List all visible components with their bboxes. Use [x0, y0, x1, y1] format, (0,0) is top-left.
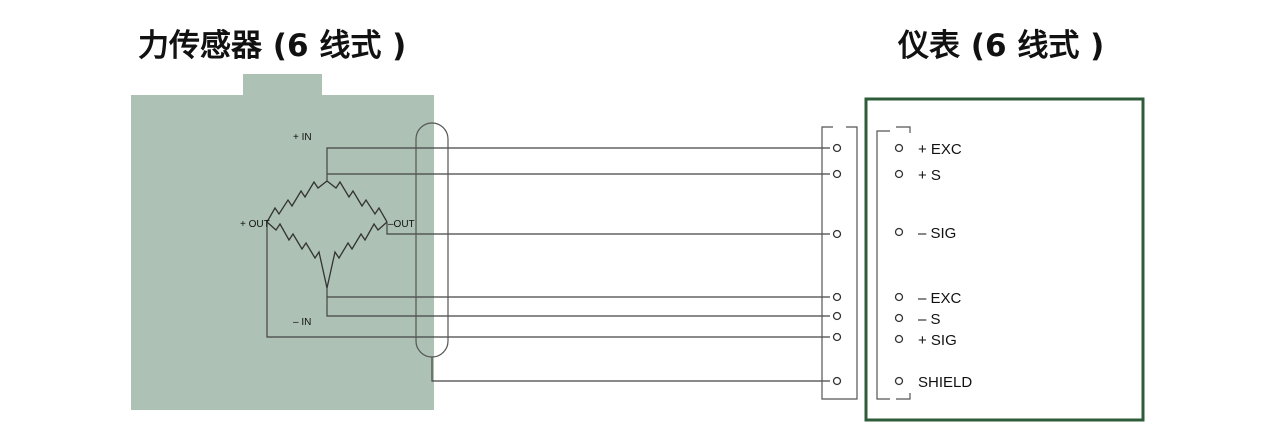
label-plus-out: + OUT	[240, 219, 270, 230]
wire-minus-s	[326, 297, 830, 317]
terminal-label-minus-s: – S	[918, 311, 941, 328]
plug-pin	[832, 311, 842, 321]
meter-terminals	[894, 143, 904, 386]
terminal-label-plus-sig: + SIG	[918, 332, 957, 349]
plug-pin	[832, 143, 842, 153]
plug-pin	[832, 292, 842, 302]
meter-socket-tab	[896, 126, 911, 133]
terminal-minus-s-pin	[894, 313, 904, 323]
terminal-plus-s-pin	[894, 169, 904, 179]
terminal-minus-sig-pin	[894, 227, 904, 237]
plug-pin	[832, 332, 842, 342]
sensor-wires	[266, 147, 830, 382]
meter-title: 仪表 (6 线式 )	[897, 28, 1104, 64]
terminal-plus-exc-pin	[894, 143, 904, 153]
terminal-label-plus-s: + S	[918, 167, 941, 184]
resistor-bottom-right	[326, 221, 388, 289]
connector-plug	[821, 126, 858, 400]
label-plus-in: + IN	[293, 132, 312, 143]
terminal-minus-exc-pin	[894, 292, 904, 302]
wire-plus-sig	[266, 222, 830, 338]
plug-pin	[832, 169, 842, 179]
resistor-bottom-left	[266, 221, 328, 289]
plug-pin	[832, 376, 842, 386]
resistor-top-left	[266, 180, 328, 223]
meter-box	[864, 97, 1145, 422]
label-minus-out: –OUT	[388, 219, 415, 230]
label-minus-in: – IN	[293, 317, 311, 328]
terminal-label-minus-sig: – SIG	[918, 225, 956, 242]
wire-plus-exc	[326, 147, 830, 181]
wire-shield	[431, 357, 830, 382]
terminal-shield-pin	[894, 376, 904, 386]
terminal-label-shield: SHIELD	[918, 374, 972, 391]
cable-shield	[415, 122, 449, 358]
resistor-top-right	[326, 180, 388, 223]
terminal-label-minus-exc: – EXC	[918, 290, 962, 307]
plug-pin	[832, 229, 842, 239]
wheatstone-bridge	[266, 180, 388, 289]
terminal-plus-sig-pin	[894, 334, 904, 344]
wire-minus-sig	[386, 222, 830, 235]
meter-socket-tab	[896, 393, 911, 400]
meter-socket	[876, 130, 890, 400]
load-cell-body	[131, 74, 434, 410]
plug-pins	[832, 143, 842, 386]
sensor-title: 力传感器 (6 线式 )	[138, 28, 406, 64]
terminal-label-plus-exc: + EXC	[918, 141, 962, 158]
